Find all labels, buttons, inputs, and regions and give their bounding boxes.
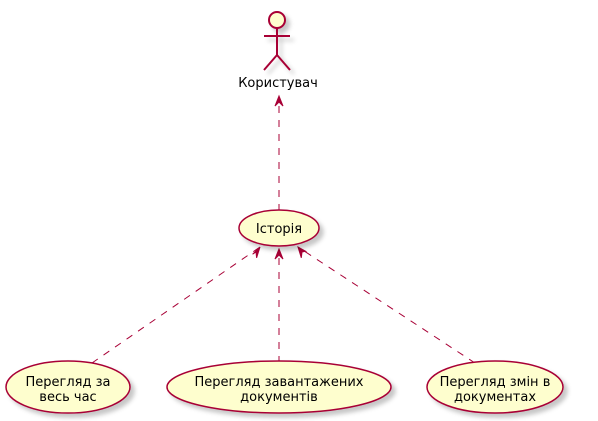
usecase-doc-changes[interactable]: Перегляд змін в документах (426, 360, 564, 414)
arrow-history-to-actor (274, 94, 284, 211)
usecase-doc-changes-label-line2: документах (454, 390, 536, 405)
usecase-all-time-shape (5, 360, 131, 414)
usecase-uploaded-docs-label-line2: документів (240, 390, 318, 405)
usecase-all-time-label-line2: весь час (39, 390, 96, 405)
arrow-alltime-to-history (91, 246, 261, 364)
usecase-doc-changes-label-line1: Перегляд змін в (440, 375, 551, 390)
usecase-history-label: Історія (256, 222, 302, 237)
usecase-doc-changes-shape (426, 360, 564, 414)
connectors (91, 94, 476, 364)
actor-label: Користувач (238, 76, 318, 91)
usecase-uploaded-docs-label-line1: Перегляд завантажених (195, 375, 364, 390)
usecase-history[interactable]: Історія (238, 209, 320, 247)
usecase-all-time[interactable]: Перегляд за весь час (5, 360, 131, 414)
usecase-all-time-label-line1: Перегляд за (26, 375, 111, 390)
arrow-uploaded-to-history (274, 247, 284, 363)
actor-figure-icon (263, 11, 291, 71)
actor-user[interactable]: Користувач (238, 11, 318, 91)
usecase-uploaded-docs-shape (166, 360, 392, 414)
arrow-changes-to-history (297, 245, 476, 364)
usecase-history-shape (238, 209, 320, 247)
usecase-uploaded-docs[interactable]: Перегляд завантажених документів (166, 360, 392, 414)
